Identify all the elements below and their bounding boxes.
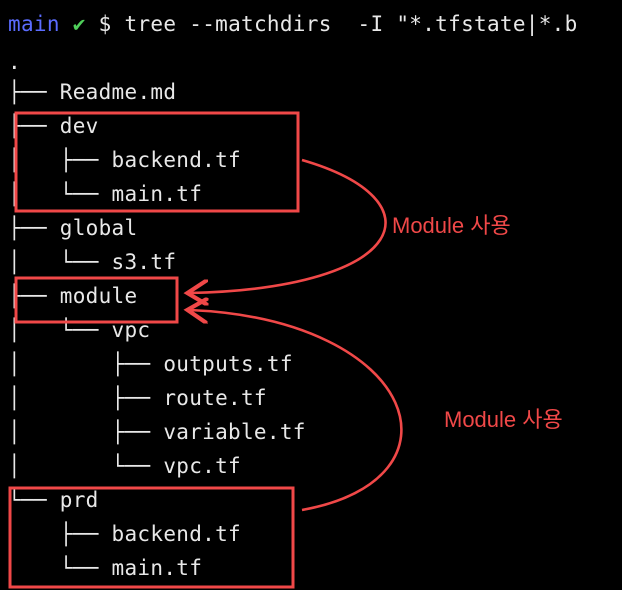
tree-row-vpc-vpc: │ └── vpc.tf <box>8 454 241 478</box>
tree-entry-name: route.tf <box>163 386 267 410</box>
prompt-symbol: $ <box>98 12 112 36</box>
tree-connector: │ └── <box>8 318 112 342</box>
tree-entry-name: vpc.tf <box>163 454 241 478</box>
tree-entry-name: outputs.tf <box>163 352 293 376</box>
tree-row-prd-main: └── main.tf <box>8 556 202 580</box>
prompt-directory: main <box>8 12 60 36</box>
tree-row-readme: ├── Readme.md <box>8 80 176 104</box>
annotation-label-dev: Module 사용 <box>392 213 511 238</box>
tree-connector: │ ├── <box>8 420 164 444</box>
tree-row-module: ├── module <box>8 284 137 308</box>
tree-row-vpc-route: │ ├── route.tf <box>8 386 267 410</box>
tree-row-prd-backend: ├── backend.tf <box>8 522 241 546</box>
tree-entry-name: global <box>59 216 138 240</box>
tree-entry-name: module <box>59 284 138 308</box>
tree-entry-name: dev <box>59 114 99 138</box>
tree-entry-name: Readme.md <box>59 80 177 104</box>
tree-row-vpc-variable: │ ├── variable.tf <box>8 420 306 444</box>
tree-connector: │ └── <box>8 182 112 206</box>
prd-to-module-arrow <box>190 310 403 512</box>
tree-row-vpc-outputs: │ ├── outputs.tf <box>8 352 293 376</box>
tree-row-global: ├── global <box>8 216 137 240</box>
tree-entry-name: prd <box>59 488 99 512</box>
dev-to-module-arrow <box>190 158 387 293</box>
annotation-label-prd: Module 사용 <box>444 407 563 432</box>
tree-connector: ├── <box>8 114 60 138</box>
tree-connector: ├── <box>8 216 60 240</box>
tree-connector: │ ├── <box>8 386 164 410</box>
tree-entry-name: s3.tf <box>111 250 177 274</box>
tree-row-dev-backend: │ ├── backend.tf <box>8 148 241 172</box>
prompt-line: main ✔ $ tree --matchdirs -I "*.tfstate|… <box>8 12 578 36</box>
tree-connector: │ ├── <box>8 148 112 172</box>
tree-row-module-vpc: │ └── vpc <box>8 318 150 342</box>
tree-row-dev-main: │ └── main.tf <box>8 182 202 206</box>
tree-root: . <box>8 50 21 74</box>
tree-entry-name: main.tf <box>111 556 203 580</box>
tree-row-dev: ├── dev <box>8 114 99 138</box>
tree-connector: ├── <box>8 80 60 104</box>
tree-connector: │ ├── <box>8 352 164 376</box>
tree-connector: └── <box>8 556 112 580</box>
command-text[interactable]: tree --matchdirs -I "*.tfstate|*.b <box>124 12 578 36</box>
tree-row-global-s3: │ └── s3.tf <box>8 250 176 274</box>
tree-entry-name: main.tf <box>111 182 203 206</box>
tree-connector: ├── <box>8 522 112 546</box>
tree-entry-name: backend.tf <box>111 522 241 546</box>
tree-connector: │ └── <box>8 250 112 274</box>
tree-connector: │ └── <box>8 454 164 478</box>
check-icon: ✔ <box>72 12 86 36</box>
tree-entry-name: vpc <box>111 318 151 342</box>
tree-connector: ├── <box>8 284 60 308</box>
tree-entry-name: variable.tf <box>163 420 306 444</box>
tree-entry-name: backend.tf <box>111 148 241 172</box>
tree-connector: └── <box>8 488 60 512</box>
tree-row-prd: └── prd <box>8 488 99 512</box>
